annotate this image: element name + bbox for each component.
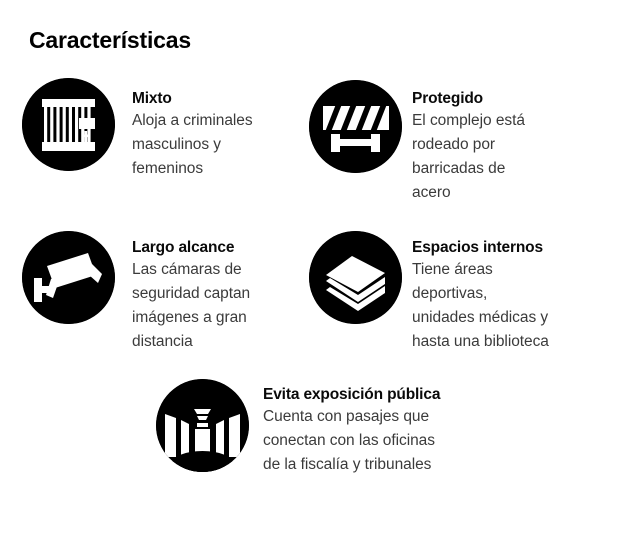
body-line: seguridad captan (132, 285, 251, 302)
feature-body: Tiene áreas deportivas, unidades médicas… (412, 258, 549, 354)
body-line: Aloja a criminales (132, 112, 253, 129)
feature-body: Las cámaras de seguridad captan imágenes… (132, 258, 250, 354)
tunnel-passage-icon (156, 379, 249, 472)
feature-text-protegido: Protegido El complejo está rodeado por b… (412, 89, 525, 205)
feature-body: El complejo está rodeado por barricadas … (412, 109, 525, 205)
feature-heading: Mixto (132, 90, 172, 107)
body-line: masculinos y (132, 136, 221, 153)
body-line: Tiene áreas (412, 261, 493, 278)
body-line: El complejo está (412, 112, 525, 129)
feature-text-espacios-internos: Espacios internos Tiene áreas deportivas… (412, 238, 549, 354)
feature-text-largo-alcance: Largo alcance Las cámaras de seguridad c… (132, 238, 250, 354)
body-line: de la fiscalía y tribunales (263, 456, 432, 473)
body-line: imágenes a gran (132, 309, 247, 326)
feature-heading: Protegido (412, 90, 483, 107)
security-camera-icon (22, 231, 115, 324)
body-line: acero (412, 184, 451, 201)
feature-heading: Largo alcance (132, 239, 235, 256)
feature-body: Aloja a criminales masculinos y femenino… (132, 109, 253, 181)
body-line: barricadas de (412, 160, 506, 177)
feature-heading: Evita exposición pública (263, 386, 441, 403)
body-line: distancia (132, 333, 193, 350)
body-line: deportivas, (412, 285, 488, 302)
body-line: conectan con las oficinas (263, 432, 435, 449)
jail-cell-icon (22, 78, 115, 171)
feature-text-mixto: Mixto Aloja a criminales masculinos y fe… (132, 89, 253, 181)
barricade-icon (309, 80, 402, 173)
page-title: Características (29, 27, 191, 53)
body-line: unidades médicas y (412, 309, 549, 326)
feature-heading: Espacios internos (412, 239, 543, 256)
feature-text-evita-exposicion: Evita exposición pública Cuenta con pasa… (263, 385, 440, 477)
body-line: Cuenta con pasajes que (263, 408, 430, 425)
book-stack-icon (309, 231, 402, 324)
body-line: rodeado por (412, 136, 496, 153)
body-line: Las cámaras de (132, 261, 242, 278)
feature-body: Cuenta con pasajes que conectan con las … (263, 405, 440, 477)
body-line: hasta una biblioteca (412, 333, 549, 350)
body-line: femeninos (132, 160, 204, 177)
